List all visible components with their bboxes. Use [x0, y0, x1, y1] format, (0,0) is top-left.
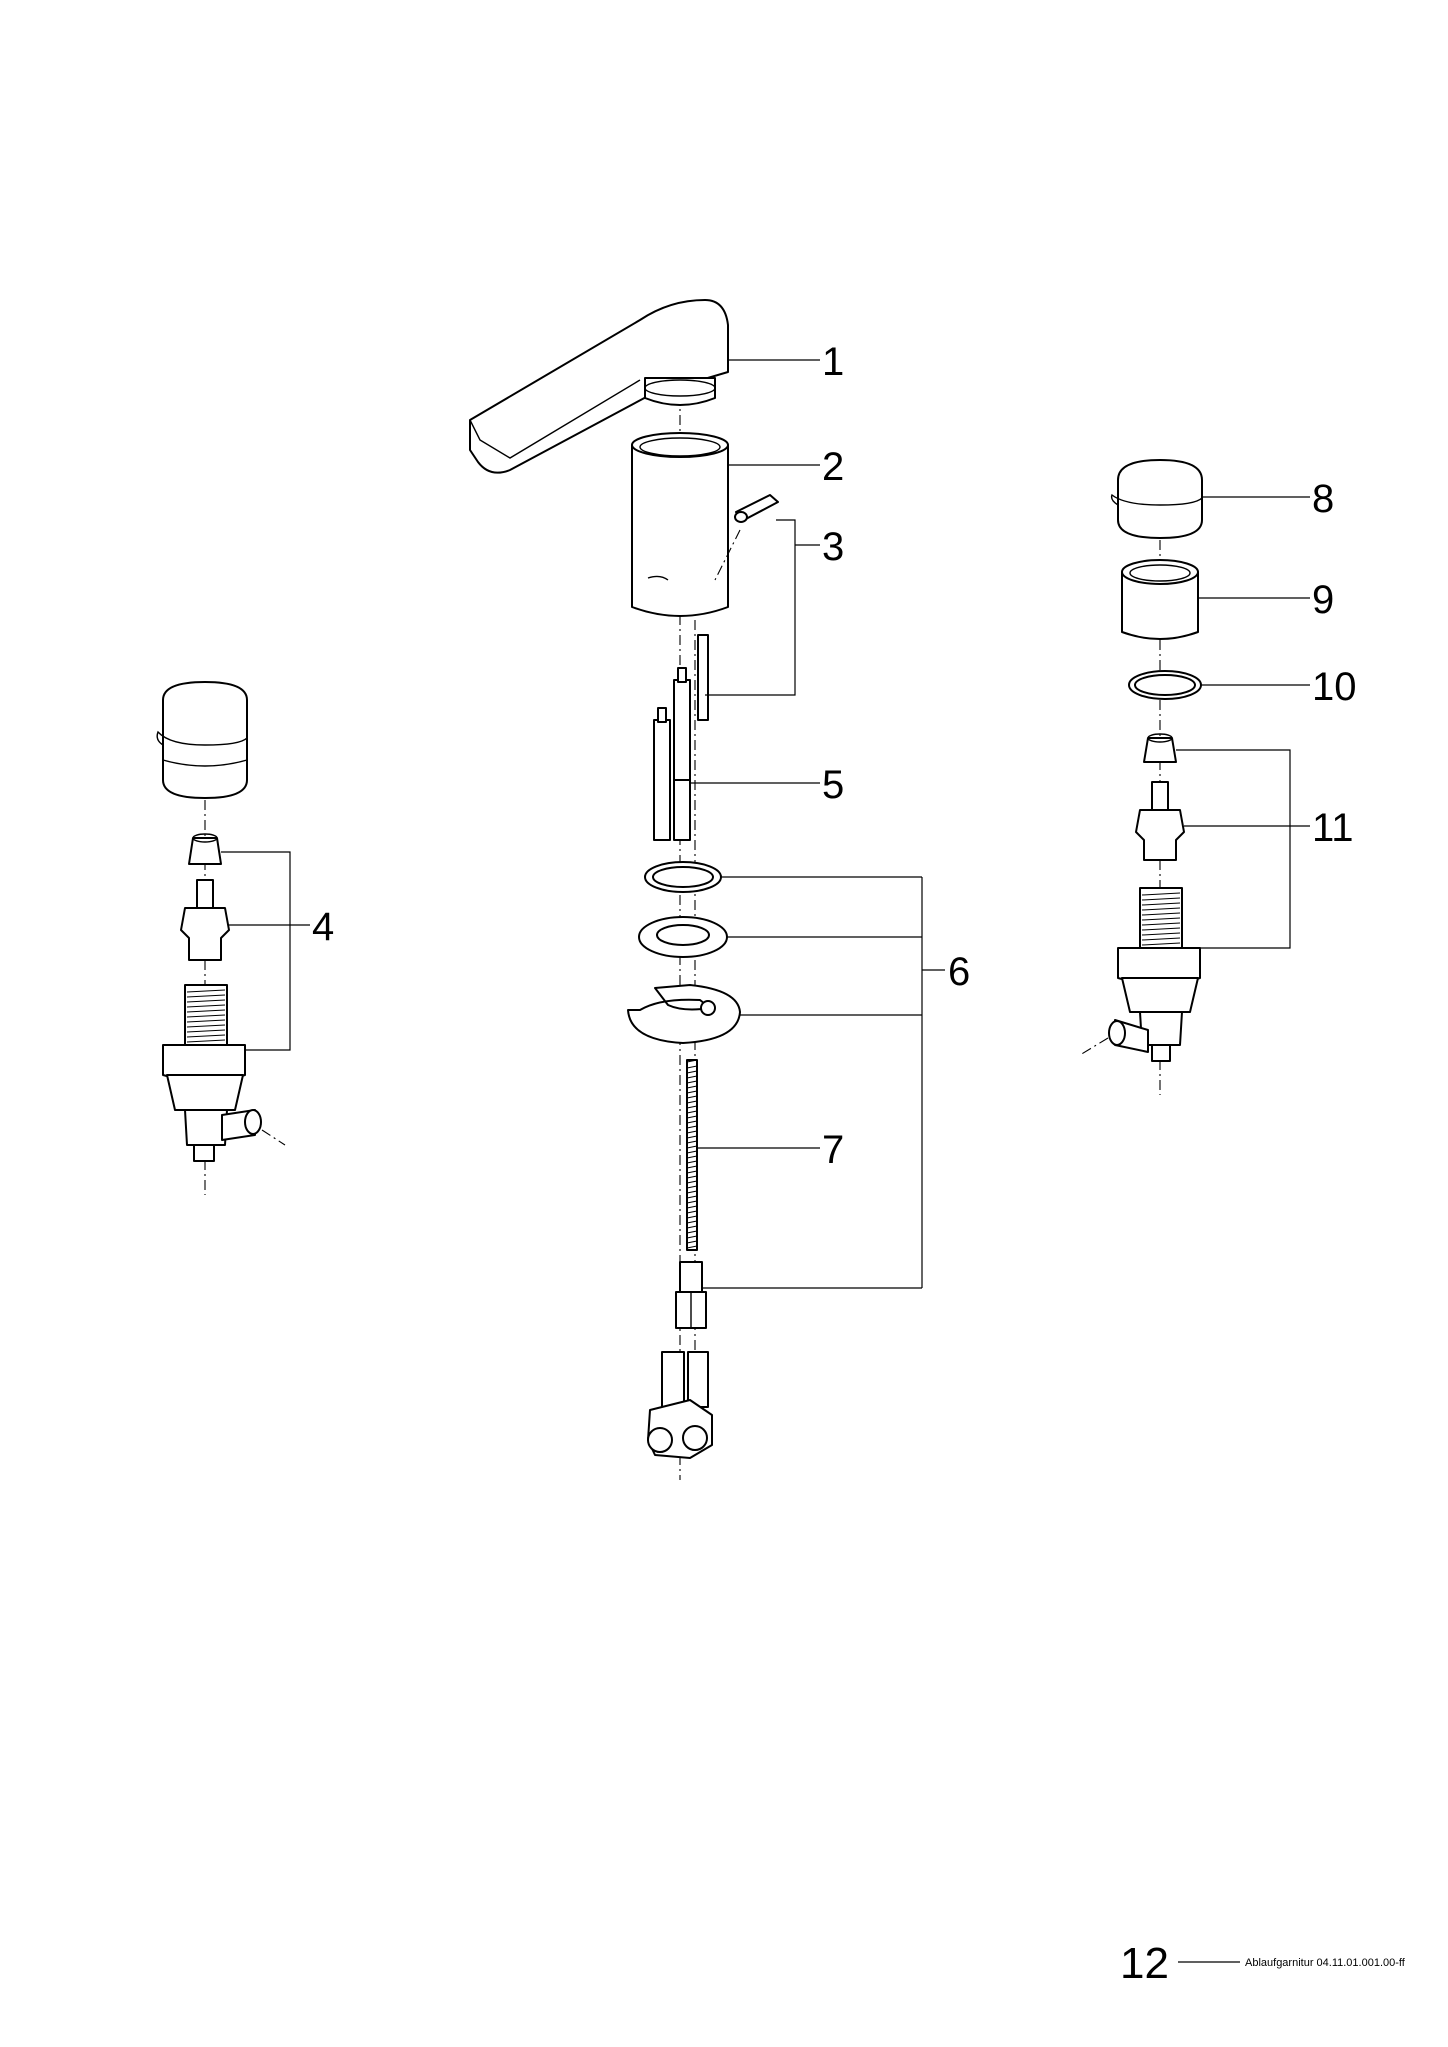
thread-mark — [186, 1019, 226, 1023]
page-number: 12 — [1120, 1939, 1169, 1988]
thread-mark — [686, 1180, 698, 1184]
thread-mark — [186, 1009, 226, 1013]
right-cap-knob — [1110, 459, 1203, 539]
pin-axis — [714, 529, 741, 581]
thread-mark — [1141, 902, 1181, 906]
coupling-nut — [675, 1261, 707, 1329]
thread-mark — [686, 1135, 698, 1139]
thread-mark — [686, 1170, 698, 1174]
thread-mark — [186, 1014, 226, 1018]
thread-mark — [686, 1205, 698, 1209]
callout-1: 1 — [822, 340, 844, 384]
o-ring-upper — [644, 861, 722, 893]
right-spline-adapter — [1143, 733, 1177, 763]
thread-mark — [186, 999, 226, 1003]
left-cap-knob — [156, 681, 248, 799]
left-spline-adapter — [188, 833, 222, 865]
right-outlet-axis — [1079, 1037, 1109, 1056]
retaining-clip — [627, 984, 741, 1044]
callout-3: 3 — [822, 525, 844, 569]
left-valve-body — [162, 984, 262, 1162]
thread-mark — [686, 1100, 698, 1104]
washer — [638, 916, 728, 958]
thread-mark — [686, 1190, 698, 1194]
thread-mark — [686, 1230, 698, 1234]
thread-mark — [1141, 932, 1181, 936]
right-valve-body — [1108, 887, 1201, 1062]
thread-mark — [686, 1215, 698, 1219]
drawing-reference: Ablaufgarnitur 04.11.01.001.00-ff — [1245, 1957, 1406, 1969]
thread-mark — [686, 1150, 698, 1154]
callout-11: 11 — [1312, 806, 1354, 850]
thread-mark — [1141, 917, 1181, 921]
callout-10: 10 — [1312, 665, 1357, 709]
threaded-rod — [686, 1059, 698, 1251]
thread-mark — [686, 1140, 698, 1144]
thread-mark — [1141, 937, 1181, 941]
thread-mark — [686, 1130, 698, 1134]
rod-assembly — [653, 634, 709, 841]
thread-mark — [686, 1085, 698, 1089]
right-collar — [1121, 559, 1199, 640]
lever-handle — [469, 299, 729, 474]
pin — [734, 494, 779, 523]
thread-mark — [686, 1145, 698, 1149]
thread-mark — [1141, 907, 1181, 911]
thread-mark — [686, 1245, 698, 1249]
thread-mark — [686, 1080, 698, 1084]
thread-mark — [686, 1070, 698, 1074]
thread-mark — [186, 994, 226, 998]
thread-mark — [186, 1039, 226, 1043]
callout-4: 4 — [312, 905, 334, 949]
thread-mark — [686, 1105, 698, 1109]
thread-mark — [686, 1155, 698, 1159]
thread-mark — [686, 1165, 698, 1169]
thread-mark — [686, 1090, 698, 1094]
thread-mark — [686, 1240, 698, 1244]
thread-mark — [686, 1235, 698, 1239]
thread-mark — [686, 1195, 698, 1199]
thread-mark — [686, 1075, 698, 1079]
callout-2: 2 — [822, 445, 844, 489]
thread-mark — [686, 1115, 698, 1119]
leader-lines — [221, 359, 1310, 1289]
callout-9: 9 — [1312, 578, 1334, 622]
callout-7: 7 — [822, 1128, 844, 1172]
thread-mark — [686, 1095, 698, 1099]
thread-mark — [186, 1024, 226, 1028]
thread-mark — [186, 989, 226, 993]
callout-5: 5 — [822, 763, 844, 807]
thread-mark — [686, 1120, 698, 1124]
thread-mark — [186, 1034, 226, 1038]
thread-mark — [1141, 927, 1181, 931]
thread-mark — [186, 1029, 226, 1033]
thread-mark — [686, 1210, 698, 1214]
thread-mark — [186, 1004, 226, 1008]
thread-mark — [1141, 892, 1181, 896]
thread-mark — [686, 1125, 698, 1129]
right-o-ring — [1128, 670, 1202, 700]
drain-fitting — [647, 1351, 713, 1459]
thread-mark — [686, 1185, 698, 1189]
thread-mark — [1141, 942, 1181, 946]
thread-mark — [686, 1110, 698, 1114]
thread-mark — [1141, 922, 1181, 926]
thread-mark — [686, 1160, 698, 1164]
thread-mark — [686, 1065, 698, 1069]
thread-mark — [686, 1220, 698, 1224]
thread-mark — [686, 1200, 698, 1204]
thread-mark — [1141, 912, 1181, 916]
thread-mark — [1141, 897, 1181, 901]
body-sleeve — [631, 432, 729, 617]
thread-mark — [686, 1175, 698, 1179]
callout-8: 8 — [1312, 477, 1334, 521]
thread-mark — [686, 1225, 698, 1229]
left-cartridge — [180, 879, 230, 961]
left-outlet-axis — [261, 1129, 286, 1146]
callout-6: 6 — [948, 950, 970, 994]
right-cartridge — [1135, 781, 1185, 861]
